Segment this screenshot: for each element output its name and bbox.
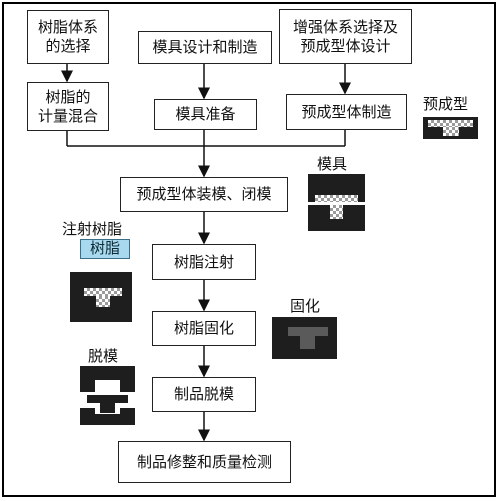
box-resin-curing: 树脂固化 (152, 311, 256, 346)
label-resin: 树脂 (80, 239, 130, 259)
box-mold-design-manufacture: 模具设计和制造 (138, 31, 272, 64)
label-mold: 模具 (317, 155, 348, 173)
outer-frame (2, 2, 496, 497)
label-inject-resin: 注射树脂 (62, 220, 123, 238)
label-cure: 固化 (290, 297, 321, 315)
box-mold-preparation: 模具准备 (154, 99, 257, 130)
label-demold: 脱模 (88, 347, 119, 365)
box-preform-manufacture: 预成型体制造 (286, 94, 407, 130)
box-resin-injection: 树脂注射 (152, 244, 256, 280)
box-resin-metering-mixing: 树脂的 计量混合 (27, 82, 109, 131)
label-preform: 预成型 (423, 95, 469, 113)
box-reinforcement-preform-design: 增强体系选择及 预成型体设计 (279, 9, 412, 64)
box-demolding: 制品脱模 (152, 377, 256, 412)
box-finishing-quality-inspection: 制品修整和质量检测 (118, 441, 291, 483)
box-preform-loading-closing: 预成型体装模、闭模 (120, 177, 288, 212)
box-resin-system-selection: 树脂体系 的选择 (27, 10, 109, 64)
